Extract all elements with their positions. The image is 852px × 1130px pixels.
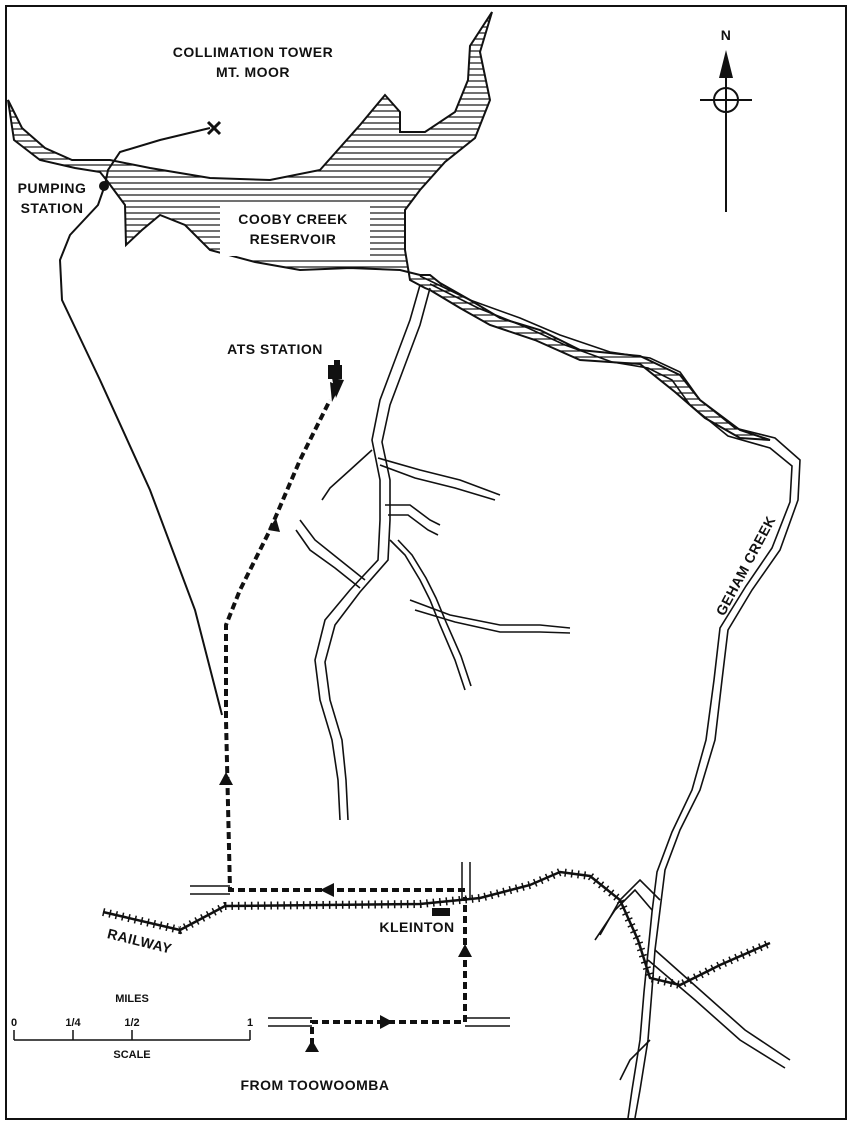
kleinton-station-marker (432, 908, 450, 916)
from-toowoomba-label: FROM TOOWOOMBA (240, 1077, 389, 1093)
scale-tick-quarter: 1/4 (65, 1017, 81, 1029)
scale-bar (13, 1030, 251, 1041)
reservoir-label-line1: COOBY CREEK (238, 211, 347, 227)
scale-tick-half: 1/2 (124, 1017, 139, 1029)
collimation-tower-sublabel: MT. MOOR (216, 64, 290, 80)
map-frame (5, 5, 847, 1120)
reservoir-label-line2: RESERVOIR (250, 231, 337, 247)
kleinton-label: KLEINTON (379, 919, 454, 935)
railway-label: RAILWAY (106, 925, 174, 957)
ats-station-label: ATS STATION (227, 341, 323, 357)
pipeline (58, 127, 223, 716)
north-arrow-icon (700, 50, 752, 212)
scale-caption: SCALE (113, 1049, 150, 1061)
north-label: N (721, 27, 732, 43)
reservoir-water (7, 11, 771, 441)
railway (102, 867, 772, 990)
x-mark-icon (206, 120, 222, 136)
geham-creek (419, 275, 801, 1119)
filled-dot-icon (99, 181, 109, 191)
collimation-tower-label: COLLIMATION TOWER (173, 44, 333, 60)
pumping-station-label: PUMPING (18, 180, 87, 196)
reservoir-label-box (220, 204, 370, 256)
scale-title: MILES (115, 993, 149, 1005)
scale-tick-0: 0 (11, 1017, 17, 1029)
creek-branch-central (295, 284, 571, 821)
pumping-station-sublabel: STATION (21, 200, 84, 216)
road-stubs (190, 862, 510, 1027)
access-road (224, 399, 467, 1045)
scale-tick-1: 1 (247, 1017, 253, 1029)
road-direction-arrows (219, 382, 472, 1052)
